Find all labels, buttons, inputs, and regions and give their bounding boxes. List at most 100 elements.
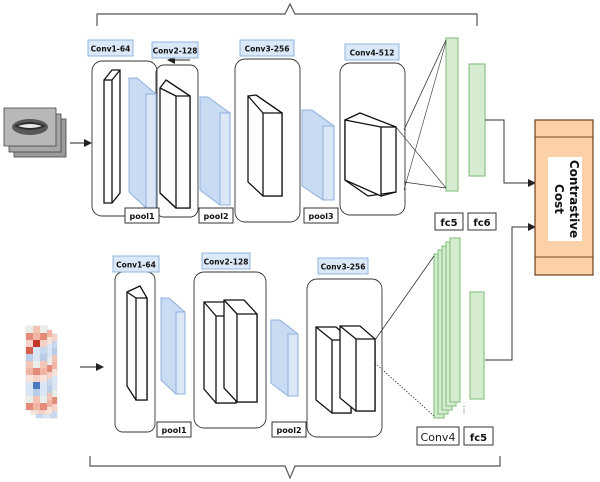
heatmap-cell [31, 407, 38, 414]
top-pool1-layer [128, 77, 157, 209]
bottom-pool1-layer [160, 297, 186, 395]
heatmap-cell [26, 333, 33, 340]
heatmap-cell [45, 386, 52, 393]
bottom-conv3-group [306, 278, 383, 438]
heatmap-cell [26, 361, 33, 368]
heatmap-cell [50, 390, 57, 397]
heatmap-stack-icon [25, 325, 58, 419]
heatmap-cell [26, 375, 33, 382]
heatmap-cell [33, 347, 40, 354]
heatmap-cell [40, 354, 47, 361]
top-conv4-block [344, 112, 397, 198]
heatmap-cell [33, 375, 40, 382]
heatmap-cell [50, 404, 57, 411]
heatmap-cell [50, 348, 57, 355]
bottom-conv1-block [126, 285, 148, 401]
heatmap-cell [40, 347, 47, 354]
heatmap-cell [45, 330, 52, 337]
top-pool3-label: pool3 [308, 212, 333, 221]
heatmap-cell [40, 361, 47, 368]
bottom-conv4-stack [433, 237, 461, 419]
top-conv3-block [247, 94, 283, 197]
heatmap-cell [40, 375, 47, 382]
heatmap-cell [33, 403, 40, 410]
top-to-loss-connector [485, 119, 536, 187]
heatmap-cell [45, 365, 52, 372]
bottom-conv4-label: Conv4 [421, 431, 456, 444]
bottom-conv2-group [193, 271, 267, 429]
top-brace [96, 2, 478, 26]
heatmap-cell [50, 369, 57, 376]
top-pool1-label: pool1 [129, 212, 154, 221]
bottom-conv2-block [203, 299, 258, 404]
heatmap-cell [26, 347, 33, 354]
heatmap-cell [45, 344, 52, 351]
heatmap-cell [26, 389, 33, 396]
heatmap-cell [50, 334, 57, 341]
heatmap-cell [26, 368, 33, 375]
top-conv1-block [103, 69, 121, 204]
heatmap-cell [40, 403, 47, 410]
top-conv4-group [339, 62, 406, 216]
heatmap-cell [50, 355, 57, 362]
top-fc5-label: fc5 [440, 218, 457, 229]
heatmap-cell [33, 361, 40, 368]
top-conv2-block [159, 79, 191, 209]
heatmap-cell [45, 393, 52, 400]
heatmap-cell [33, 333, 40, 340]
bottom-conv3-label: Conv3-256 [321, 263, 366, 272]
heatmap-cell [50, 341, 57, 348]
heatmap-cell [26, 326, 33, 333]
heatmap-cell [43, 411, 50, 418]
heatmap-cell [40, 382, 47, 389]
top-pool2-label: pool2 [203, 212, 228, 221]
bottom-pool1-label: pool1 [161, 426, 186, 435]
bottom-brace [89, 456, 501, 480]
heatmap-cell [26, 396, 33, 403]
top-fc6-layer [468, 63, 486, 177]
bottom-fc5-label: fc5 [470, 433, 487, 444]
heatmap-cell [50, 397, 57, 404]
heatmap-cell [50, 376, 57, 383]
heatmap-cell [26, 354, 33, 361]
heatmap-cell [40, 368, 47, 375]
heatmap-cell [26, 403, 33, 410]
bottom-conv2-label: Conv2-128 [204, 258, 249, 267]
heatmap-cell [50, 362, 57, 369]
top-pool2-layer [199, 96, 231, 206]
heatmap-cell [50, 383, 57, 390]
bottom-fc5-layer [469, 291, 485, 400]
top-fc5-layer [445, 37, 459, 192]
contrastive-cost-box: Contrastive Cost [534, 119, 594, 276]
top-conv3-group [234, 58, 301, 223]
heatmap-cell [45, 400, 52, 407]
heatmap-cell [33, 389, 40, 396]
heatmap-cell [26, 382, 33, 389]
heatmap-cell [26, 340, 33, 347]
top-conv3-label: Conv3-256 [245, 45, 290, 54]
heatmap-cell [36, 411, 43, 418]
heatmap-cell [40, 333, 47, 340]
heatmap-cell [40, 340, 47, 347]
heatmap-cell [40, 326, 47, 333]
heatmap-cell [33, 326, 40, 333]
heatmap-cell [38, 407, 45, 414]
top-conv4-label: Conv4-512 [350, 49, 395, 58]
top-pool3-layer [301, 109, 335, 201]
loss-label-line2: Cost [552, 184, 566, 214]
heatmap-cell [50, 411, 57, 418]
heatmap-cell [45, 372, 52, 379]
top-conv2-label: Conv2-128 [153, 47, 198, 56]
heatmap-cell [40, 389, 47, 396]
mouth-image-stack-icon [3, 107, 67, 158]
heatmap-cell [45, 358, 52, 365]
heatmap-cell [33, 368, 40, 375]
top-conv1-label: Conv1-64 [91, 45, 131, 54]
loss-label-line1: Contrastive [567, 160, 581, 238]
bottom-pool2-layer [270, 319, 299, 397]
top-fc6-label: fc6 [473, 218, 490, 229]
heatmap-cell [45, 351, 52, 358]
heatmap-cell [45, 337, 52, 344]
heatmap-cell [33, 382, 40, 389]
